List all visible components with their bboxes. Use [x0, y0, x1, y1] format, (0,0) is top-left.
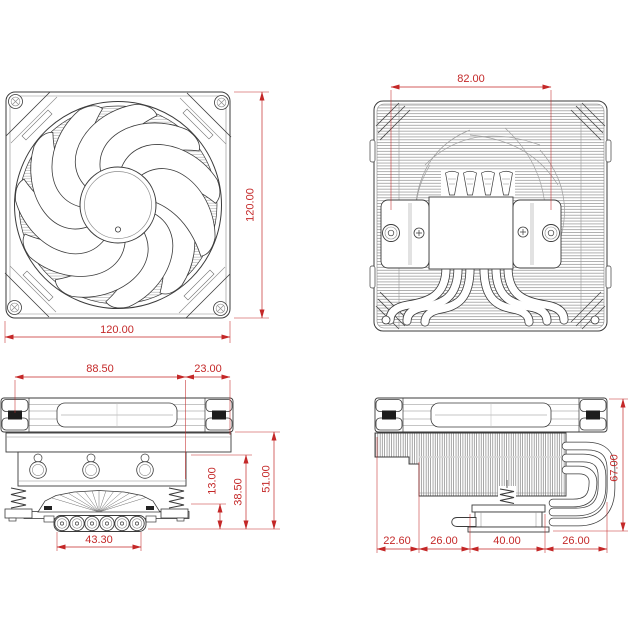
- dim-seg3: 40.00: [493, 535, 521, 547]
- side-front-view: 88.50 23.00 43.30 13.00 38.50 51.00: [0, 363, 280, 551]
- dim-base-height: 13.00: [207, 467, 219, 495]
- dim-mid-height: 38.50: [233, 478, 245, 506]
- dim-fan-width: 120.00: [100, 324, 134, 336]
- fin-stack-side: [374, 432, 567, 497]
- heatpipes-bend: [548, 441, 616, 527]
- heatpipe-tip-side: [451, 517, 477, 527]
- heatpipe-ends: [54, 515, 145, 532]
- dim-fan-height: 120.00: [245, 188, 257, 222]
- fan-side-profile-right: [374, 397, 608, 433]
- dim-seg2: 26.00: [430, 535, 458, 547]
- dim-ram-clearance: 22.60: [383, 535, 411, 547]
- spring-screw-side: [499, 488, 515, 505]
- dim-overhang: 23.00: [194, 363, 222, 375]
- plate-screw-holes: [29, 453, 154, 479]
- spring-left: [4, 487, 33, 522]
- frame-corner-chamfers: [375, 102, 606, 330]
- dim-base-width: 43.30: [85, 534, 113, 546]
- mounting-bracket-left: [380, 199, 430, 269]
- dim-hole-pitch: 82.00: [457, 73, 485, 85]
- side-front-dimensions: [14, 374, 280, 551]
- heatpipe-base: [43, 515, 157, 532]
- fan-front-view: 120.00 120.00: [0, 88, 269, 343]
- heatpipe-fanout: [37, 490, 161, 513]
- cooler-bottom-dimensions: [390, 84, 552, 210]
- base-assembly: [451, 480, 550, 533]
- fan-front-dimensions: [4, 91, 269, 343]
- heatpipe-tips: [445, 170, 513, 196]
- frame-hole-bl: [381, 315, 391, 325]
- heatpipes-bottom: [385, 263, 569, 327]
- side-right-view: 22.60 26.00 40.00 26.00 67.00: [374, 397, 628, 553]
- cold-plate: [428, 196, 514, 270]
- dim-offset: 88.50: [86, 363, 114, 375]
- fan-side-profile: [0, 397, 234, 433]
- spring-right: [160, 487, 189, 522]
- dim-total-height: 67.00: [609, 454, 621, 482]
- mounting-bracket-right: [512, 199, 562, 269]
- cooler-bottom-view: 82.00: [369, 73, 612, 332]
- dim-body-height: 51.00: [261, 465, 273, 493]
- dim-seg4: 26.00: [562, 535, 590, 547]
- frame-side-tabs: [369, 139, 612, 289]
- frame-hole-br: [590, 315, 600, 325]
- fan-blade-silhouette: [414, 127, 565, 256]
- fin-top-block: [5, 432, 232, 453]
- side-right-dimensions: [376, 398, 628, 553]
